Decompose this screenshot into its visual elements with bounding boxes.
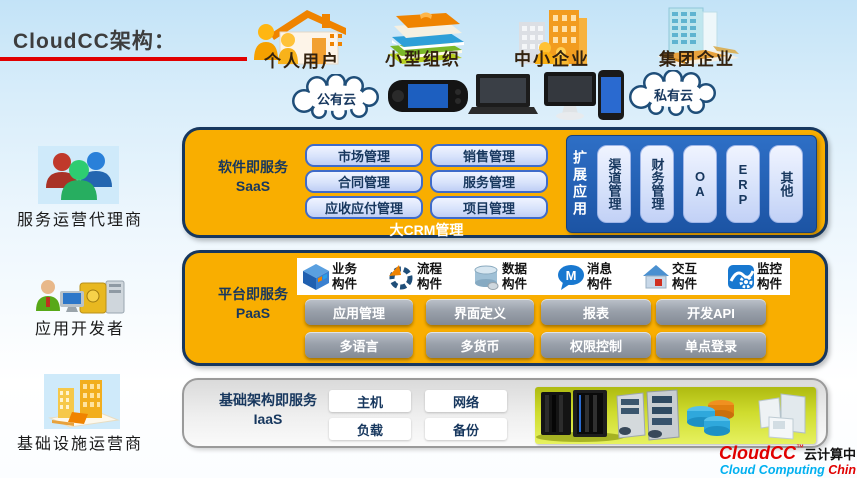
- saas-button-market: 市场管理: [305, 144, 423, 167]
- logo-tagline-red: Chin: [828, 462, 856, 477]
- page-title: CloudCC架构：: [13, 30, 176, 53]
- component-label: 流程构件: [417, 262, 443, 291]
- iaas-label: 基础架构即服务 IaaS: [198, 391, 338, 429]
- public-cloud: 公有云: [288, 73, 385, 121]
- storage-boxes-icon: [758, 393, 806, 440]
- client-devices: [386, 70, 624, 127]
- crm-footer-label: 大CRM管理: [389, 222, 464, 238]
- component-label: 数据构件: [502, 262, 528, 291]
- title-underline: [0, 57, 247, 61]
- iaas-button-backup: 备份: [425, 418, 507, 440]
- app-developer-icon: [36, 279, 130, 320]
- infrastructure-icon: [44, 374, 120, 434]
- paas-components-strip: 业务构件 流程构件 数据构件: [297, 258, 790, 295]
- corporate-tower-icon: [657, 7, 739, 66]
- component-label: 监控构件: [757, 262, 783, 291]
- monitor-gear-icon: [728, 264, 755, 289]
- role-label-app-developer: 应用开发者: [34, 321, 125, 338]
- saas-label: 软件即服务 SaaS: [199, 158, 307, 196]
- private-cloud-label: 私有云: [653, 88, 693, 103]
- logo-chinese-text: 云计算中: [803, 447, 856, 462]
- saas-panel: 软件即服务 SaaS 市场管理 销售管理 合同管理 服务管理 应收应付管理 项目…: [182, 127, 828, 238]
- component-label: 消息构件: [587, 262, 613, 291]
- role-label-infrastructure: 基础设施运营商: [16, 436, 143, 453]
- public-cloud-label: 公有云: [316, 92, 356, 107]
- logo-line1: CloudCC™云计算中: [719, 443, 856, 464]
- interact-house-icon: [643, 264, 669, 288]
- audience-label: 个人用户: [264, 52, 340, 71]
- devices-icon: [388, 70, 624, 120]
- component-business: 业务构件: [302, 262, 360, 291]
- iaas-label-cn: 基础架构即服务: [219, 392, 317, 408]
- logo-tagline-cyan: Cloud Computing: [719, 462, 829, 477]
- paas-label-cn: 平台即服务: [218, 286, 288, 302]
- extension-apps-panel: 扩展应用 渠道管理 财务管理 OA ERP 其他: [566, 135, 817, 233]
- component-data: 数据构件: [472, 262, 530, 291]
- personal-user-icon: [254, 10, 346, 65]
- cube-icon: [303, 263, 329, 290]
- component-interact: 交互构件: [642, 262, 700, 291]
- paas-button-sso: 单点登录: [656, 332, 766, 358]
- saas-button-project: 项目管理: [430, 196, 548, 219]
- process-arrows-icon: [389, 264, 413, 289]
- logo-trademark: ™: [795, 443, 804, 452]
- paas-button-app-mgmt: 应用管理: [305, 299, 413, 325]
- saas-button-service: 服务管理: [430, 170, 548, 193]
- iaas-label-en: IaaS: [253, 410, 283, 427]
- audience-label: 集团企业: [659, 50, 735, 69]
- paas-label-en: PaaS: [235, 304, 271, 321]
- audience-sme: 中小企业: [505, 4, 599, 69]
- cloudcc-logo: CloudCC™云计算中 Cloud Computing Chin: [719, 443, 857, 478]
- role-label-service-agent: 服务运营代理商: [16, 212, 143, 229]
- paas-button-multi-currency: 多货币: [426, 332, 534, 358]
- paas-button-permission: 权限控制: [541, 332, 651, 358]
- saas-label-en: SaaS: [235, 177, 271, 194]
- database-icon: [474, 265, 499, 290]
- iaas-button-network: 网络: [425, 390, 507, 412]
- paas-button-ui-definition: 界面定义: [426, 299, 534, 325]
- extension-item-finance: 财务管理: [640, 145, 674, 223]
- iaas-panel: 基础架构即服务 IaaS 主机 网络 负载 备份: [182, 378, 828, 448]
- component-process: 流程构件: [387, 262, 445, 291]
- iaas-button-load: 负载: [329, 418, 411, 440]
- saas-button-contract: 合同管理: [305, 170, 423, 193]
- extension-item-oa: OA: [683, 145, 717, 223]
- database-cylinders-icon: [687, 400, 734, 436]
- saas-button-sales: 销售管理: [430, 144, 548, 167]
- audience-label: 中小企业: [514, 50, 590, 69]
- paas-label: 平台即服务 PaaS: [199, 285, 307, 323]
- saas-label-cn: 软件即服务: [218, 159, 288, 175]
- cloud-icon: [629, 69, 716, 116]
- component-monitor: 监控构件: [727, 262, 785, 291]
- extension-item-other: 其他: [769, 145, 803, 223]
- cloud-icon: [292, 73, 379, 120]
- paas-button-multi-language: 多语言: [305, 332, 413, 358]
- buildings-icon: [519, 10, 587, 66]
- saas-button-ar-ap: 应收应付管理: [305, 196, 423, 219]
- message-bubble-icon: M: [558, 264, 584, 290]
- component-message: M 消息构件: [557, 262, 615, 291]
- extension-apps-label: 扩展应用: [572, 150, 588, 218]
- svg-text:M: M: [566, 268, 577, 283]
- audience-small-org: 小型组织: [376, 6, 470, 69]
- paas-panel: 平台即服务 PaaS 业务构件 流程构件: [182, 250, 828, 366]
- component-label: 业务构件: [332, 262, 358, 291]
- logo-brand-text: CloudCC: [719, 443, 796, 463]
- audience-group-enterprise: 集团企业: [647, 4, 747, 69]
- service-agents-icon: [38, 146, 119, 209]
- iaas-button-host: 主机: [329, 390, 411, 412]
- servers-illustration-icon: [536, 389, 806, 442]
- server-farm-banner: [535, 387, 816, 444]
- audience-personal-user: 个人用户: [252, 4, 352, 71]
- component-label: 交互构件: [672, 262, 698, 291]
- logo-tagline: Cloud Computing Chin: [719, 462, 856, 478]
- paas-button-dev-api: 开发API: [656, 299, 766, 325]
- private-cloud: 私有云: [625, 69, 722, 117]
- books-stack-icon: [388, 12, 464, 64]
- extension-item-channel: 渠道管理: [597, 145, 631, 223]
- extension-item-erp: ERP: [726, 145, 760, 223]
- audience-label: 小型组织: [385, 50, 461, 69]
- paas-button-reports: 报表: [541, 299, 651, 325]
